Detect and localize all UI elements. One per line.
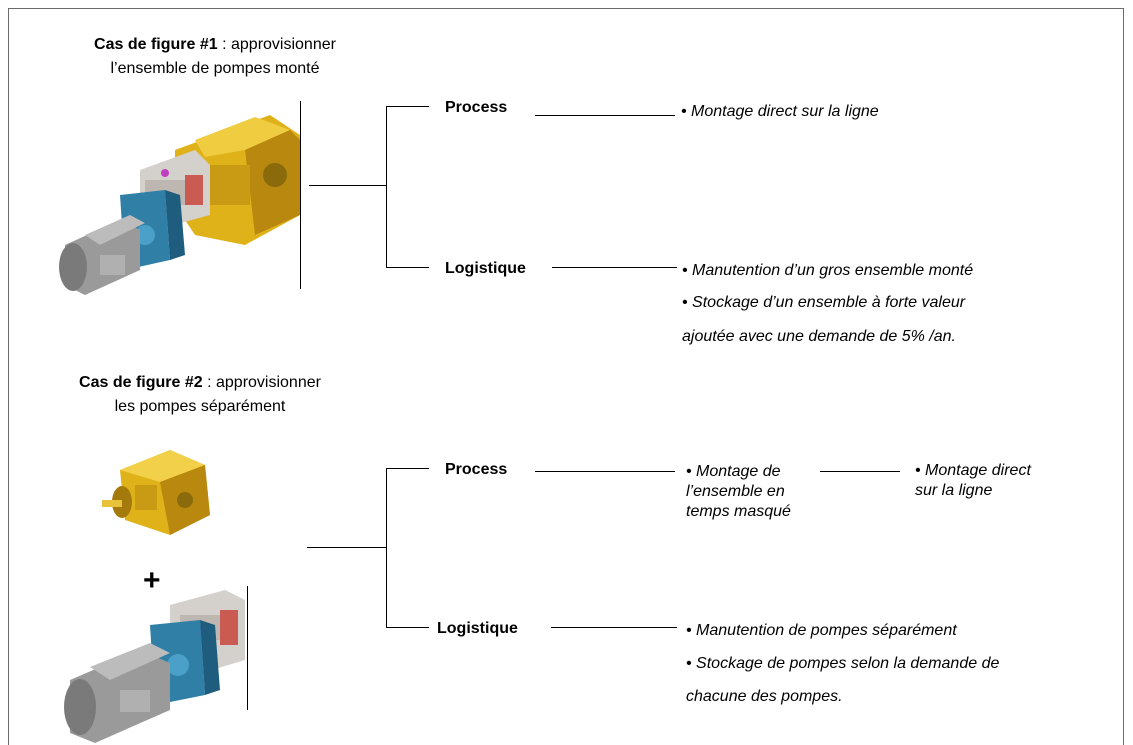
case1-process-bullet: • Montage direct sur la ligne (681, 103, 879, 120)
case2-process-step1-line2: l’ensemble en (686, 483, 785, 500)
case2-process-line (535, 471, 675, 472)
case1-title-rest: : approvisionner (217, 36, 336, 53)
case1-bracket (386, 106, 387, 268)
case1-logistique-line (552, 267, 677, 268)
case2-process-step1-line3: temps masqué (686, 503, 791, 520)
case2-title-line2: les pompes séparément (114, 398, 286, 415)
case1-logistique-label: Logistique (445, 260, 526, 277)
case1-title: Cas de figure #1 : approvisionner (30, 35, 400, 55)
case1-bracket-bottom (386, 267, 429, 268)
case1-image-divider (300, 101, 301, 289)
case2-title: Cas de figure #2 : approvisionner (15, 373, 385, 393)
case1-title-bold: Cas de figure #1 (94, 36, 218, 53)
case2-process-label: Process (445, 461, 508, 478)
case2-logistique-label: Logistique (437, 620, 518, 637)
case1-logistique-line3: ajoutée avec une demande de 5% /an. (682, 328, 956, 345)
case2-connector (307, 547, 386, 548)
case1-logistique-line1: • Manutention d’un gros ensemble monté (682, 262, 974, 279)
case2-logistique-line (551, 627, 677, 628)
case2-title-rest: : approvisionner (202, 374, 321, 391)
case2-process-step2-line2: sur la ligne (915, 482, 993, 499)
case1-logistique-line2: • Stockage d’un ensemble à forte valeur (682, 294, 966, 311)
case2-logistique-line2: • Stockage de pompes selon la demande de (686, 655, 1000, 672)
case1-title-line2: l’ensemble de pompes monté (110, 60, 320, 77)
case1-bracket-top (386, 106, 429, 107)
case1-connector (309, 185, 386, 186)
case2-bracket-top (386, 468, 429, 469)
case2-process-step1-line1: • Montage de (686, 463, 781, 480)
case2-process-step-line (820, 471, 900, 472)
case2-logistique-line3: chacune des pompes. (686, 688, 843, 705)
case2-logistique-line1: • Manutention de pompes séparément (686, 622, 957, 639)
plus-sign: + (143, 564, 161, 597)
case2-bracket-bottom (386, 627, 429, 628)
case1-process-line (535, 115, 675, 116)
case1-process-label: Process (445, 99, 508, 116)
case2-bracket (386, 468, 387, 628)
blue-motor-pump-image (64, 590, 245, 743)
pump-assembly-image (59, 115, 300, 295)
case2-title-bold: Cas de figure #2 (79, 374, 203, 391)
case2-process-step2-line1: • Montage direct (915, 462, 1031, 479)
case2-image-divider (247, 586, 248, 710)
yellow-pump-image (102, 450, 210, 535)
